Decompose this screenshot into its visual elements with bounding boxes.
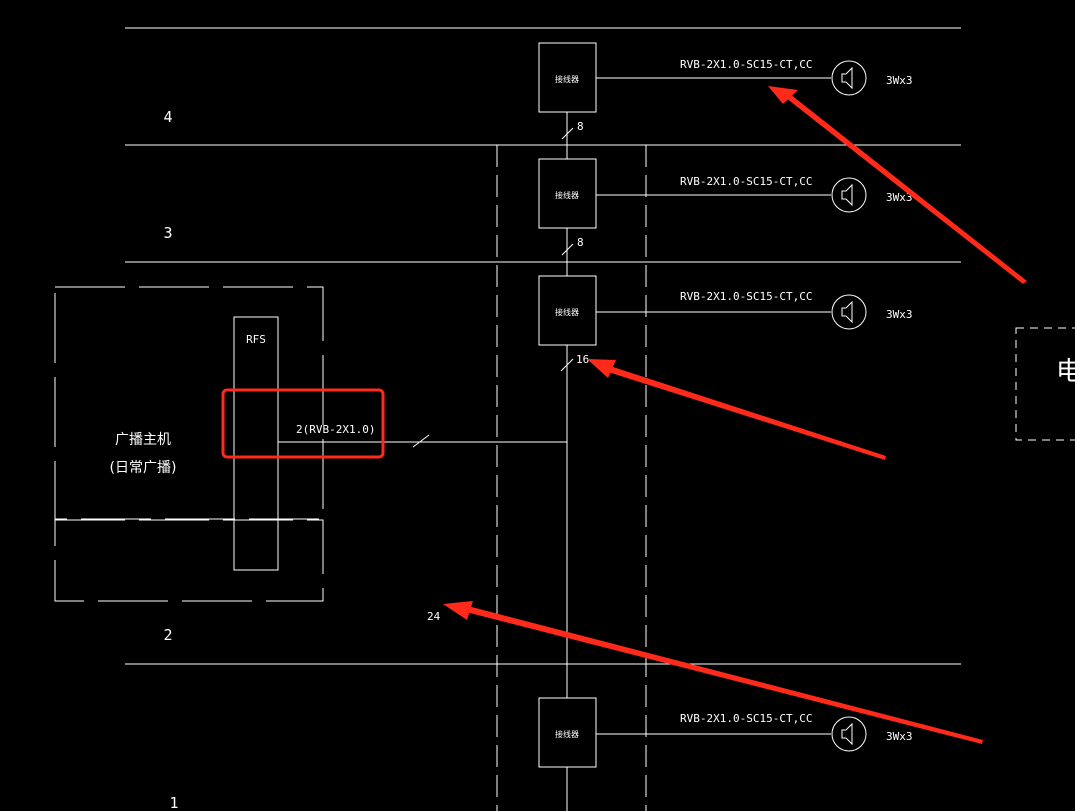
junction-box <box>538 158 597 229</box>
speaker-icon <box>831 294 867 330</box>
floor-number-4: 4 <box>163 108 172 126</box>
host-cabinet-upper <box>54 286 324 520</box>
junction-box-label: 接线器 <box>555 74 579 84</box>
speaker-power: 3Wx3 <box>886 730 913 743</box>
riser-count-1: 24 <box>427 610 441 623</box>
junction-box-label: 接线器 <box>555 307 579 317</box>
rfs-box <box>233 316 279 571</box>
host-subtitle: (日常广播) <box>110 460 177 476</box>
floor-lines <box>125 27 961 665</box>
annotation-arrow-head <box>587 359 616 378</box>
riser-tick <box>561 127 574 140</box>
highlight-box <box>221 388 385 459</box>
cable-label: RVB-2X1.0-SC15-CT,CC <box>680 175 812 188</box>
riser <box>560 112 574 811</box>
host-name: 广播主机 <box>115 432 171 448</box>
junction-box <box>538 275 597 346</box>
annotation-arrows <box>443 86 1027 744</box>
speaker-power: 3Wx3 <box>886 74 913 87</box>
host-cabinet-lower <box>54 519 324 602</box>
speaker-icon <box>831 716 867 752</box>
riser-count-2: 16 <box>576 353 589 366</box>
annotation-arrow-head <box>768 86 798 104</box>
floor-number-1: 1 <box>169 794 178 811</box>
annotation-arrow-shaft <box>786 94 1027 284</box>
riser-tick <box>560 358 574 372</box>
speaker-icon-cone <box>841 66 853 90</box>
annotation-arrow-shaft <box>462 605 983 744</box>
speaker-power: 3Wx3 <box>886 191 913 204</box>
host-cable-tick <box>412 434 430 448</box>
rfs-label: RFS <box>246 333 266 346</box>
branch-floor-4: 接线器 RVB-2X1.0-SC15-CT,CC 3Wx3 <box>538 42 913 113</box>
host-cable-label: 2(RVB-2X1.0) <box>296 423 375 436</box>
annotation-arrow-shaft <box>605 365 886 460</box>
cable-label: RVB-2X1.0-SC15-CT,CC <box>680 58 812 71</box>
speaker-icon-cone <box>841 183 853 207</box>
cable-label: RVB-2X1.0-SC15-CT,CC <box>680 712 812 725</box>
branch-floor-1: 接线器 RVB-2X1.0-SC15-CT,CC 3Wx3 <box>538 697 913 768</box>
branch-floor-2: 接线器 RVB-2X1.0-SC15-CT,CC 3Wx3 <box>538 275 913 346</box>
cable-label: RVB-2X1.0-SC15-CT,CC <box>680 290 812 303</box>
junction-box-label: 接线器 <box>555 729 579 739</box>
riser-tick <box>561 243 574 256</box>
cut-off-box <box>1015 327 1075 441</box>
branch-floor-3: 接线器 RVB-2X1.0-SC15-CT,CC 3Wx3 <box>538 158 913 229</box>
riser-count-4: 8 <box>577 120 584 133</box>
annotation-arrow-head <box>443 601 473 620</box>
riser-count-3: 8 <box>577 236 584 249</box>
speaker-icon-cone <box>841 722 853 746</box>
cut-off-label: 电 <box>1056 357 1075 387</box>
speaker-icon-cone <box>841 300 853 324</box>
shaft-dashed-lines <box>496 145 647 811</box>
junction-box-label: 接线器 <box>555 190 579 200</box>
junction-box <box>538 697 597 768</box>
floor-number-2: 2 <box>163 626 172 644</box>
host-cabinet <box>54 286 324 602</box>
speaker-icon <box>831 177 867 213</box>
speaker-power: 3Wx3 <box>886 308 913 321</box>
speaker-icon <box>831 60 867 96</box>
floor-number-3: 3 <box>163 224 172 242</box>
